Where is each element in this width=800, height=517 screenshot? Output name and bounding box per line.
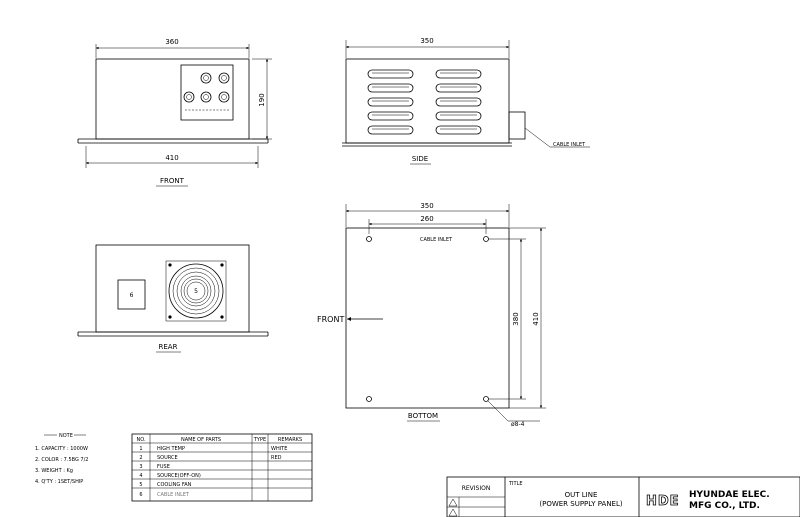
louver-slot (367, 69, 414, 79)
table-cell-remarks: RED (271, 455, 282, 461)
table-cell-no: 5 (139, 482, 142, 488)
side-dim-top-label: 350 (420, 37, 433, 45)
rear-cable-box: 6 (117, 279, 146, 310)
bottom-view-label: BOTTOM (408, 412, 438, 420)
side-panel-body (345, 58, 510, 144)
company-logo: HDE (646, 494, 680, 510)
table-header: TYPE (253, 437, 266, 443)
indicator-1 (200, 72, 212, 84)
bottom-dim-top: 350 (345, 202, 510, 227)
table-cell-name: COOLING FAN (157, 482, 192, 488)
front-marker-label: FRONT (317, 315, 344, 324)
company-name-line1: HYUNDAE ELEC. (689, 490, 770, 500)
note-line: 4. Q'TY : 1SET/SHIP (35, 479, 83, 485)
indicator-plate (180, 64, 234, 121)
bottom-panel-body (345, 227, 510, 409)
table-cell-name: FUSE (157, 464, 170, 470)
revision-triangle-icon (448, 498, 458, 517)
louver-slot (435, 125, 482, 135)
note-line: 2. COLOR : 7.5BG 7/2 (35, 457, 88, 463)
note-line: 1. CAPACITY : 1000W (35, 446, 88, 452)
side-louvers (367, 69, 482, 135)
table-cell-remarks: WHITE (271, 446, 287, 452)
bottom-dim-410: 410 (509, 227, 546, 409)
bottom-dim-380: 380 (489, 238, 526, 400)
louver-slot (435, 111, 482, 121)
louver-slot (435, 83, 482, 93)
louver-slot (367, 125, 414, 135)
notes-heading: NOTE (59, 433, 73, 439)
front-dim-bottom-label: 410 (165, 154, 178, 162)
rear-view: 6 5 REAR (77, 244, 269, 353)
company-name-line2: MFG CO., LTD. (689, 501, 760, 511)
table-cell-no: 3 (139, 464, 142, 470)
cooling-fan: 5 (165, 260, 227, 322)
note-line: 3. WEIGHT : Kg (35, 468, 73, 474)
drawing-title-line1: OUT LINE (565, 491, 598, 499)
front-dim-top: 360 (95, 38, 250, 58)
side-view-label: SIDE (412, 155, 428, 163)
parts-table: NO. NAME OF PARTS TYPE REMARKS 1 HIGH TE… (131, 433, 313, 502)
front-dim-height: 190 (252, 58, 272, 140)
svg-text:6: 6 (130, 292, 134, 299)
front-view-label: FRONT (160, 177, 185, 185)
title-label: TITLE (508, 481, 523, 487)
table-cell-name: CABLE INLET (157, 492, 190, 498)
svg-text:380: 380 (512, 312, 520, 325)
indicator-4 (200, 91, 212, 103)
side-cable-inlet (508, 111, 526, 140)
louver-slot (367, 97, 414, 107)
indicator-3 (183, 91, 195, 103)
bottom-dim-inner: 260 (368, 215, 487, 234)
bottom-cable-inlet-label: CABLE INLET (420, 237, 453, 243)
louver-slot (435, 97, 482, 107)
table-header: NAME OF PARTS (181, 437, 221, 443)
side-cable-inlet-label: CABLE INLET (553, 142, 586, 148)
table-cell-name: SOURCE (157, 455, 178, 461)
table-cell-name: HIGH TEMP (157, 446, 185, 452)
table-cell-no: 2 (139, 455, 142, 461)
drawing-title-line2: (POWER SUPPLY PANEL) (539, 500, 622, 508)
table-header: NO. (136, 437, 145, 443)
indicator-2 (218, 72, 230, 84)
side-view: 350 CABLE INLET SIDE (342, 37, 590, 165)
side-dim-top: 350 (345, 37, 510, 58)
louver-slot (367, 83, 414, 93)
logo-text: HDE (646, 494, 680, 509)
hole-spec-label: ø8-4 (511, 421, 525, 428)
front-view: 360 190 (77, 38, 272, 187)
svg-text:410: 410 (532, 312, 540, 325)
front-panel-body (95, 58, 250, 140)
front-dim-height-label: 190 (258, 93, 266, 106)
rear-view-label: REAR (159, 343, 178, 351)
front-dim-bottom: 410 (85, 146, 259, 168)
svg-text:350: 350 (420, 202, 433, 210)
table-cell-no: 4 (139, 473, 142, 479)
table-cell-name: SOURCE(OFF-ON) (157, 473, 201, 479)
table-cell-no: 6 (139, 492, 142, 498)
revision-label: REVISION (462, 485, 491, 492)
table-header: REMARKS (278, 437, 302, 443)
svg-text:5: 5 (194, 288, 198, 295)
front-dim-top-label: 360 (165, 38, 178, 46)
title-block: REVISION TITLE OUT LINE (POWER SUPPLY PA… (446, 476, 800, 517)
notes-block: NOTE 1. CAPACITY : 1000W 2. COLOR : 7.5B… (35, 433, 88, 485)
louver-slot (367, 111, 414, 121)
indicator-5 (218, 91, 230, 103)
table-cell-no: 1 (139, 446, 142, 452)
bottom-view: 350 260 CABLE INLET 380 410 ø8- (317, 202, 546, 428)
louver-slot (435, 69, 482, 79)
svg-text:260: 260 (420, 215, 433, 223)
